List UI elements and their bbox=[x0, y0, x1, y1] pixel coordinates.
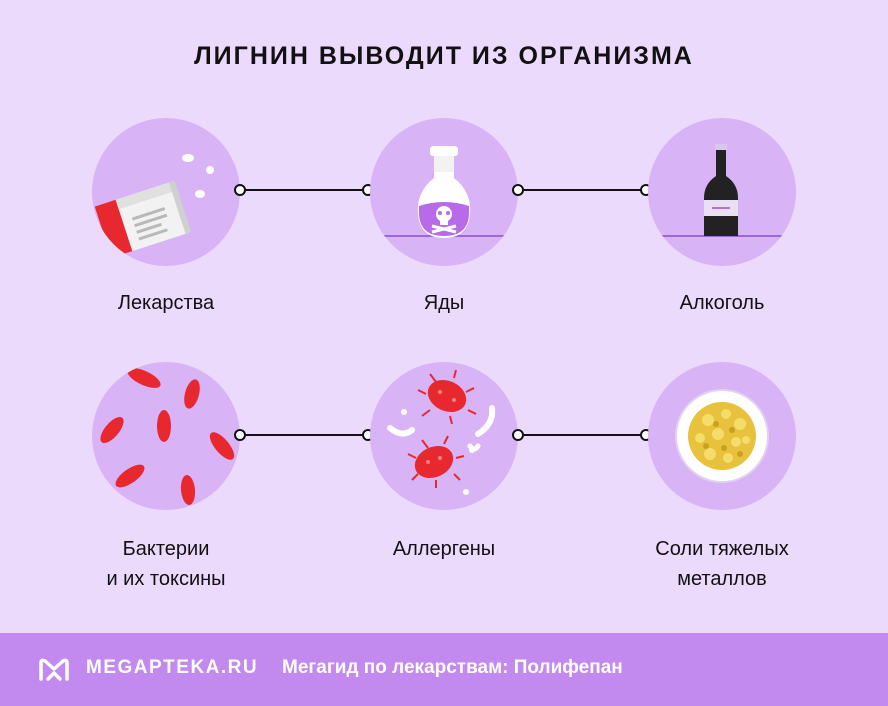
label-allergens: Аллергены bbox=[392, 538, 496, 560]
circle-metal-salts bbox=[648, 362, 796, 510]
brand-link[interactable]: MEGAPTEKA.RU bbox=[86, 657, 259, 678]
connector-2 bbox=[512, 184, 652, 196]
beer-bottle-icon bbox=[658, 144, 786, 237]
circle-allergens bbox=[370, 362, 518, 510]
connector-1 bbox=[234, 184, 374, 196]
metal-salts-plate-icon bbox=[675, 389, 769, 483]
connector-3 bbox=[234, 429, 374, 441]
circle-alcohol bbox=[648, 118, 796, 266]
footer-tagline: Мегагид по лекарствам: Полифепан bbox=[282, 657, 623, 678]
connector-4 bbox=[512, 429, 652, 441]
label-metal-salts: Соли тяжелых металлов bbox=[655, 538, 789, 590]
circle-poisons bbox=[370, 118, 518, 266]
megapteka-logo-icon[interactable] bbox=[38, 657, 70, 683]
circle-bacteria bbox=[92, 362, 240, 510]
footer-bar: MEGAPTEKA.RU Мегагид по лекарствам: Поли… bbox=[0, 633, 888, 706]
label-bacteria: Бактерии и их токсины bbox=[106, 538, 226, 590]
page-title: ЛИГНИН ВЫВОДИТ ИЗ ОРГАНИЗМА bbox=[194, 42, 694, 70]
bacteria-icon bbox=[100, 368, 235, 505]
poison-bottle-icon bbox=[380, 146, 508, 238]
label-alcohol: Алкоголь bbox=[679, 292, 765, 314]
label-medicines: Лекарства bbox=[117, 292, 215, 314]
circle-medicines bbox=[92, 118, 240, 266]
label-poisons: Яды bbox=[423, 292, 465, 314]
allergens-icon bbox=[387, 369, 496, 495]
pills-box-icon bbox=[94, 154, 214, 258]
